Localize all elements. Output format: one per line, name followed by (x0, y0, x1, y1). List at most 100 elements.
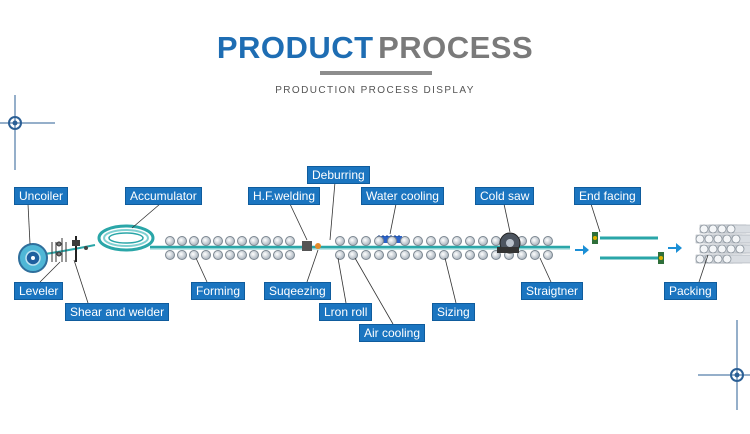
roll-icon (213, 236, 223, 246)
roll-icon (387, 250, 397, 260)
roll-icon (439, 250, 449, 260)
header-divider (70, 71, 680, 75)
roll-icon (517, 250, 527, 260)
roll-icon (426, 236, 436, 246)
roll-icon (439, 236, 449, 246)
pipe-end (704, 254, 714, 264)
forming-rolls (165, 236, 295, 260)
roll-icon (543, 250, 553, 260)
pipe-end (713, 254, 723, 264)
label-water-cooling: Water cooling (361, 187, 444, 205)
roll-icon (225, 250, 235, 260)
crosshair-icon-left (0, 95, 55, 170)
roll-icon (201, 250, 211, 260)
leveler-icon (51, 238, 67, 262)
pipe-end (695, 234, 705, 244)
label-lron-roll: Lron roll (319, 303, 373, 321)
roll-icon (530, 236, 540, 246)
pipe-end (717, 244, 727, 254)
label-uncoiler: Uncoiler (14, 187, 69, 205)
title-part-process: PROCESS (378, 30, 534, 65)
roll-icon (335, 250, 345, 260)
packing-bundle-icon (695, 224, 750, 264)
roll-icon (165, 250, 175, 260)
roll-icon (478, 250, 488, 260)
roll-icon (413, 250, 423, 260)
roll-icon (387, 236, 397, 246)
pipe-end (726, 224, 736, 234)
roll-icon (237, 250, 247, 260)
label-accumulator: Accumulator (125, 187, 202, 205)
crosshair-icon-right (698, 320, 750, 410)
accumulator-icon (97, 224, 155, 252)
page-title: PRODUCT PROCESS (0, 30, 750, 66)
roll-icon (452, 250, 462, 260)
roll-icon (348, 250, 358, 260)
sizing-rolls (335, 236, 553, 260)
roll-icon (465, 236, 475, 246)
page-subtitle: PRODUCTION PROCESS DISPLAY (275, 85, 475, 96)
leader-lines (27, 181, 709, 325)
label-deburring: Deburring (307, 166, 370, 184)
pipe-end (704, 234, 714, 244)
label-packing: Packing (664, 282, 717, 300)
flow-arrow-icon-2 (668, 243, 682, 253)
roll-icon (361, 236, 371, 246)
roll-icon (530, 250, 540, 260)
roll-icon (261, 250, 271, 260)
roll-icon (491, 236, 501, 246)
shear-welder-icon (72, 236, 88, 262)
label-shear-and-welder: Shear and welder (65, 303, 170, 321)
label-cold-saw: Cold saw (475, 187, 535, 205)
pipe-end (726, 244, 736, 254)
roll-icon (189, 250, 199, 260)
roll-icon (285, 236, 295, 246)
roll-icon (361, 250, 371, 260)
roll-icon (237, 236, 247, 246)
roll-icon (285, 250, 295, 260)
end-facing-icon (592, 232, 664, 264)
label-end-facing: End facing (574, 187, 641, 205)
roll-icon (201, 236, 211, 246)
roll-icon (189, 236, 199, 246)
roll-icon (465, 250, 475, 260)
roll-icon (249, 250, 259, 260)
roll-icon (225, 236, 235, 246)
roll-icon (374, 236, 384, 246)
pipe-end (699, 244, 709, 254)
roll-icon (400, 250, 410, 260)
hf-welding-icon (302, 241, 321, 251)
pipe-end (717, 224, 727, 234)
roll-icon (249, 236, 259, 246)
title-part-product: PRODUCT (216, 30, 374, 65)
pipe-end (708, 224, 718, 234)
pipe-end (722, 234, 732, 244)
uncoiler-icon (18, 243, 48, 273)
roll-icon (273, 236, 283, 246)
roll-icon (273, 250, 283, 260)
roll-icon (543, 236, 553, 246)
roll-icon (261, 236, 271, 246)
label-leveler: Leveler (14, 282, 64, 300)
pipe-end (713, 234, 723, 244)
cold-saw-icon (497, 232, 521, 254)
pipe-end (699, 224, 709, 234)
roll-icon (165, 236, 175, 246)
label-air-cooling: Air cooling (359, 324, 426, 342)
roll-icon (413, 236, 423, 246)
roll-icon (452, 236, 462, 246)
roll-icon (478, 236, 488, 246)
roll-icon (348, 236, 358, 246)
pipe-end (722, 254, 732, 264)
pipe-end (708, 244, 718, 254)
label-suqeezing: Suqeezing (264, 282, 331, 300)
roll-icon (374, 250, 384, 260)
roll-icon (400, 236, 410, 246)
roll-icon (177, 250, 187, 260)
label-straigtner: Straigtner (521, 282, 584, 300)
label-sizing: Sizing (432, 303, 475, 321)
roll-icon (426, 250, 436, 260)
pipe-end (695, 254, 705, 264)
flow-arrow-icon-1 (575, 245, 589, 255)
